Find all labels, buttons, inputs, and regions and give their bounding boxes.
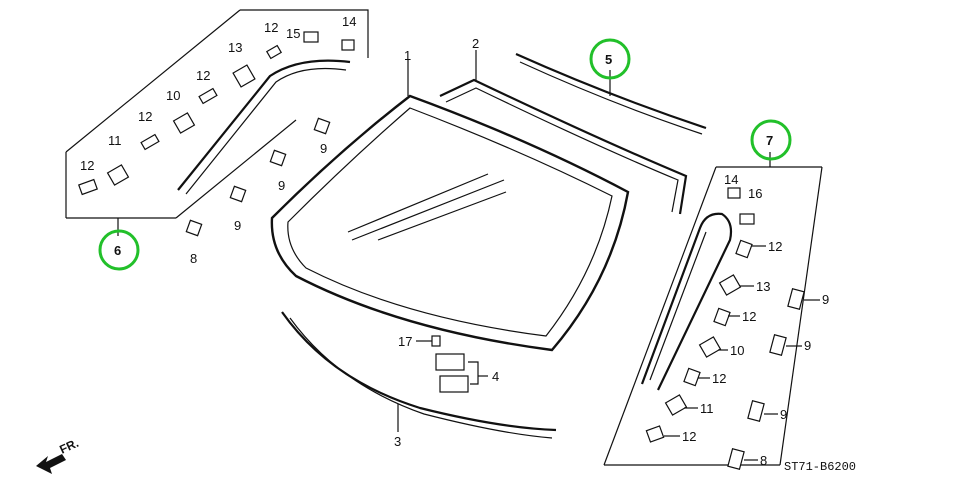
top-seal: [515, 52, 707, 135]
label-10-left: 10: [166, 88, 180, 103]
label-9-c: 9: [320, 141, 327, 156]
side-molding-left: [177, 59, 351, 195]
label-12-c: 12: [196, 68, 210, 83]
label-8-left: 8: [190, 251, 197, 266]
kit-panel-right: [603, 152, 823, 466]
label-9-a: 9: [234, 218, 241, 233]
callout-5: [589, 38, 631, 80]
upper-molding: [439, 50, 688, 215]
windshield-glass: [270, 60, 630, 352]
callout-7: [750, 119, 792, 161]
clips-right: [645, 187, 805, 470]
label-2: 2: [472, 36, 479, 51]
label-8-right: 8: [760, 453, 767, 468]
clips-left: [78, 31, 355, 237]
label-3: 3: [394, 434, 401, 449]
callout-6: [98, 229, 140, 271]
part-labels: 1 2 3 4 5 6 7 8 8 9 9 9 9 9 9 10 10 11 1…: [80, 14, 829, 468]
label-1: 1: [404, 48, 411, 63]
lower-molding: [281, 311, 557, 439]
label-14-right: 14: [724, 172, 738, 187]
label-15: 15: [286, 26, 300, 41]
callout-circles: [98, 38, 792, 271]
label-13-left: 13: [228, 40, 242, 55]
label-12-g: 12: [712, 371, 726, 386]
center-brackets: [416, 335, 488, 393]
label-13-right: 13: [756, 279, 770, 294]
label-11-right: 11: [700, 401, 714, 416]
label-5: 5: [605, 52, 612, 67]
label-12-b: 12: [138, 109, 152, 124]
label-10-right: 10: [730, 343, 744, 358]
label-9-d: 9: [822, 292, 829, 307]
label-16: 16: [748, 186, 762, 201]
label-9-b: 9: [278, 178, 285, 193]
front-arrow-icon: [36, 454, 66, 474]
label-6: 6: [114, 243, 121, 258]
front-label: FR.: [57, 436, 80, 457]
label-9-f: 9: [780, 407, 787, 422]
label-4: 4: [492, 369, 499, 384]
label-12-f: 12: [742, 309, 756, 324]
label-12-d: 12: [264, 20, 278, 35]
label-12-h: 12: [682, 429, 696, 444]
label-12-a: 12: [80, 158, 94, 173]
side-molding-right: [640, 212, 733, 391]
kit-panel-left: [65, 9, 369, 236]
front-direction-indicator: FR.: [36, 436, 81, 474]
diagram-code: ST71-B6200: [784, 460, 856, 474]
label-11-left: 11: [108, 133, 122, 148]
label-7: 7: [766, 133, 773, 148]
label-12-e: 12: [768, 239, 782, 254]
label-17: 17: [398, 334, 412, 349]
leader-lines: [664, 245, 820, 461]
label-14-left: 14: [342, 14, 356, 29]
label-9-e: 9: [804, 338, 811, 353]
